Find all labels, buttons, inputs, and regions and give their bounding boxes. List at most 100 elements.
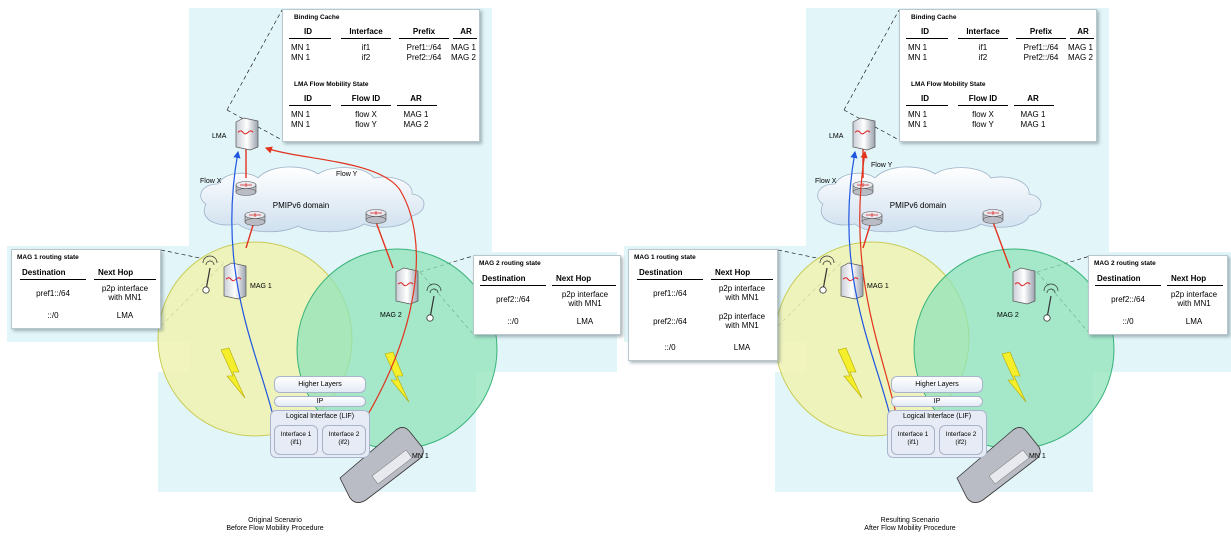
fs-cell: MN 1	[908, 120, 928, 129]
bc-cell: if1	[361, 43, 371, 52]
fs-header-id: ID	[304, 94, 312, 103]
caption-line1: Resulting Scenario	[880, 517, 940, 524]
flow-x-label: Flow X	[200, 178, 222, 185]
router-base	[852, 188, 874, 196]
mag1-cell: with MN1	[725, 321, 759, 330]
mag1-cell: with MN1	[108, 293, 142, 302]
router-arrows	[866, 213, 878, 217]
antenna-badge	[202, 286, 210, 294]
fs-cell: MN 1	[291, 110, 311, 119]
tower-body	[840, 262, 864, 300]
mag1-cell: ::/0	[47, 311, 59, 320]
mag1-routing-panel: MAG 1 routing state Destination Next Hop…	[628, 249, 778, 361]
domain-label: PMIPv6 domain	[273, 201, 329, 210]
router-icon	[244, 211, 266, 226]
mag2-cell: LMA	[1185, 317, 1203, 326]
if2-line2: (if2)	[955, 439, 967, 446]
antenna-badge	[819, 286, 827, 294]
fs-header-ar: AR	[410, 94, 422, 103]
fs-header-flow-id: Flow ID	[351, 94, 381, 103]
bc-cell: Pref2::/64	[406, 53, 442, 62]
wifi-antenna-icon	[819, 255, 835, 294]
flow-x-label: Flow X	[815, 178, 837, 185]
mag2-cell: with MN1	[568, 299, 602, 308]
mag1-cell: p2p interface	[718, 284, 766, 293]
stack-higher-layers: Higher Layers	[274, 376, 366, 393]
lma-server-icon	[852, 117, 876, 151]
fs-cell: flow Y	[355, 120, 377, 129]
antenna-waves	[426, 283, 442, 294]
mag1-header-destination: Destination	[22, 268, 66, 277]
bc-cell: MAG 2	[1068, 53, 1093, 62]
tower-signal-mark	[225, 277, 242, 282]
bc-header-prefix: Prefix	[1029, 27, 1053, 36]
phone-keypad	[988, 449, 1030, 485]
if2-line1: Interface 2	[945, 431, 977, 438]
mag2-cell: with MN1	[1177, 299, 1211, 308]
mag2-header-destination: Destination	[1097, 274, 1141, 283]
bc-cell: MAG 2	[451, 53, 476, 62]
stack-lif-label: Logical Interface (LIF)	[285, 413, 355, 420]
fs-cell: MAG 2	[403, 120, 429, 129]
tower-body	[852, 117, 876, 151]
bc-header-prefix: Prefix	[412, 27, 436, 36]
domain-label: PMIPv6 domain	[890, 201, 946, 210]
antenna-badge	[426, 314, 434, 322]
mag1-label: MAG 1	[867, 283, 889, 290]
mag1-cell: LMA	[733, 343, 751, 352]
fs-header-ar: AR	[1027, 94, 1039, 103]
fs-cell: flow X	[355, 110, 377, 119]
router-arrows	[249, 213, 261, 217]
router-arrows	[857, 183, 869, 187]
tower-signal-mark	[237, 130, 254, 135]
mobile-node-phone-icon	[956, 427, 1041, 503]
bc-header-interface: Interface	[966, 27, 1000, 36]
router-base	[365, 216, 387, 224]
lma-label: LMA	[212, 133, 227, 140]
mag1-cell: pref1::/64	[653, 289, 687, 298]
bc-cell: MN 1	[291, 43, 311, 52]
stack-higher-layers: Higher Layers	[891, 376, 983, 393]
mag2-label: MAG 2	[997, 312, 1019, 319]
mag1-routing-title: MAG 1 routing state	[17, 254, 79, 261]
mag2-routing-panel: MAG 2 routing state Destination Next Hop…	[473, 255, 621, 335]
binding-cache-title: Binding Cache	[294, 14, 340, 21]
caption-line2: Before Flow Mobility Procedure	[226, 525, 324, 532]
interface-1-box: Interface 1 (if1)	[274, 425, 318, 455]
mag1-header-next-hop: Next Hop	[98, 268, 134, 277]
fs-header-flow-id: Flow ID	[968, 94, 998, 103]
router-icon	[235, 181, 257, 196]
mag2-cell: LMA	[576, 317, 594, 326]
caption-original: Original Scenario Before Flow Mobility P…	[165, 517, 385, 533]
wireless-link-mag1	[837, 347, 863, 399]
interface-2-box: Interface 2 (if2)	[322, 425, 366, 455]
mag1-cell: LMA	[116, 311, 134, 320]
flow-y-label: Flow Y	[336, 171, 358, 178]
mag2-header-destination: Destination	[482, 274, 526, 283]
router-icon	[365, 209, 387, 224]
antenna-pole	[429, 295, 435, 319]
stack-ip: IP	[891, 396, 983, 407]
fs-header-id: ID	[921, 94, 929, 103]
mag2-server-icon	[1012, 267, 1036, 305]
fs-cell: MAG 1	[1020, 110, 1046, 119]
flow-y-path	[264, 146, 417, 429]
caption-line2: After Flow Mobility Procedure	[864, 525, 956, 532]
bc-header-ar: AR	[460, 27, 472, 36]
binding-cache-title: Binding Cache	[911, 14, 957, 21]
mn-protocol-stack: Higher Layers IP Logical Interface (LIF)…	[883, 372, 991, 460]
wifi-antenna-icon	[1043, 283, 1059, 322]
binding-cache-panel: Binding Cache ID Interface Prefix AR MN …	[282, 9, 480, 142]
lma-server-icon	[235, 117, 259, 151]
mag2-cell: ::/0	[507, 317, 519, 326]
antenna-pole	[822, 267, 828, 291]
bc-header-interface: Interface	[349, 27, 383, 36]
if1-line2: (if1)	[907, 439, 919, 446]
antenna-waves	[202, 255, 218, 266]
mag1-header-destination: Destination	[639, 268, 683, 277]
router-arrows	[240, 183, 252, 187]
wifi-antenna-icon	[202, 255, 218, 294]
bc-header-id: ID	[304, 27, 312, 36]
mag2-server-icon	[395, 267, 419, 305]
caption-line1: Original Scenario	[248, 517, 302, 524]
